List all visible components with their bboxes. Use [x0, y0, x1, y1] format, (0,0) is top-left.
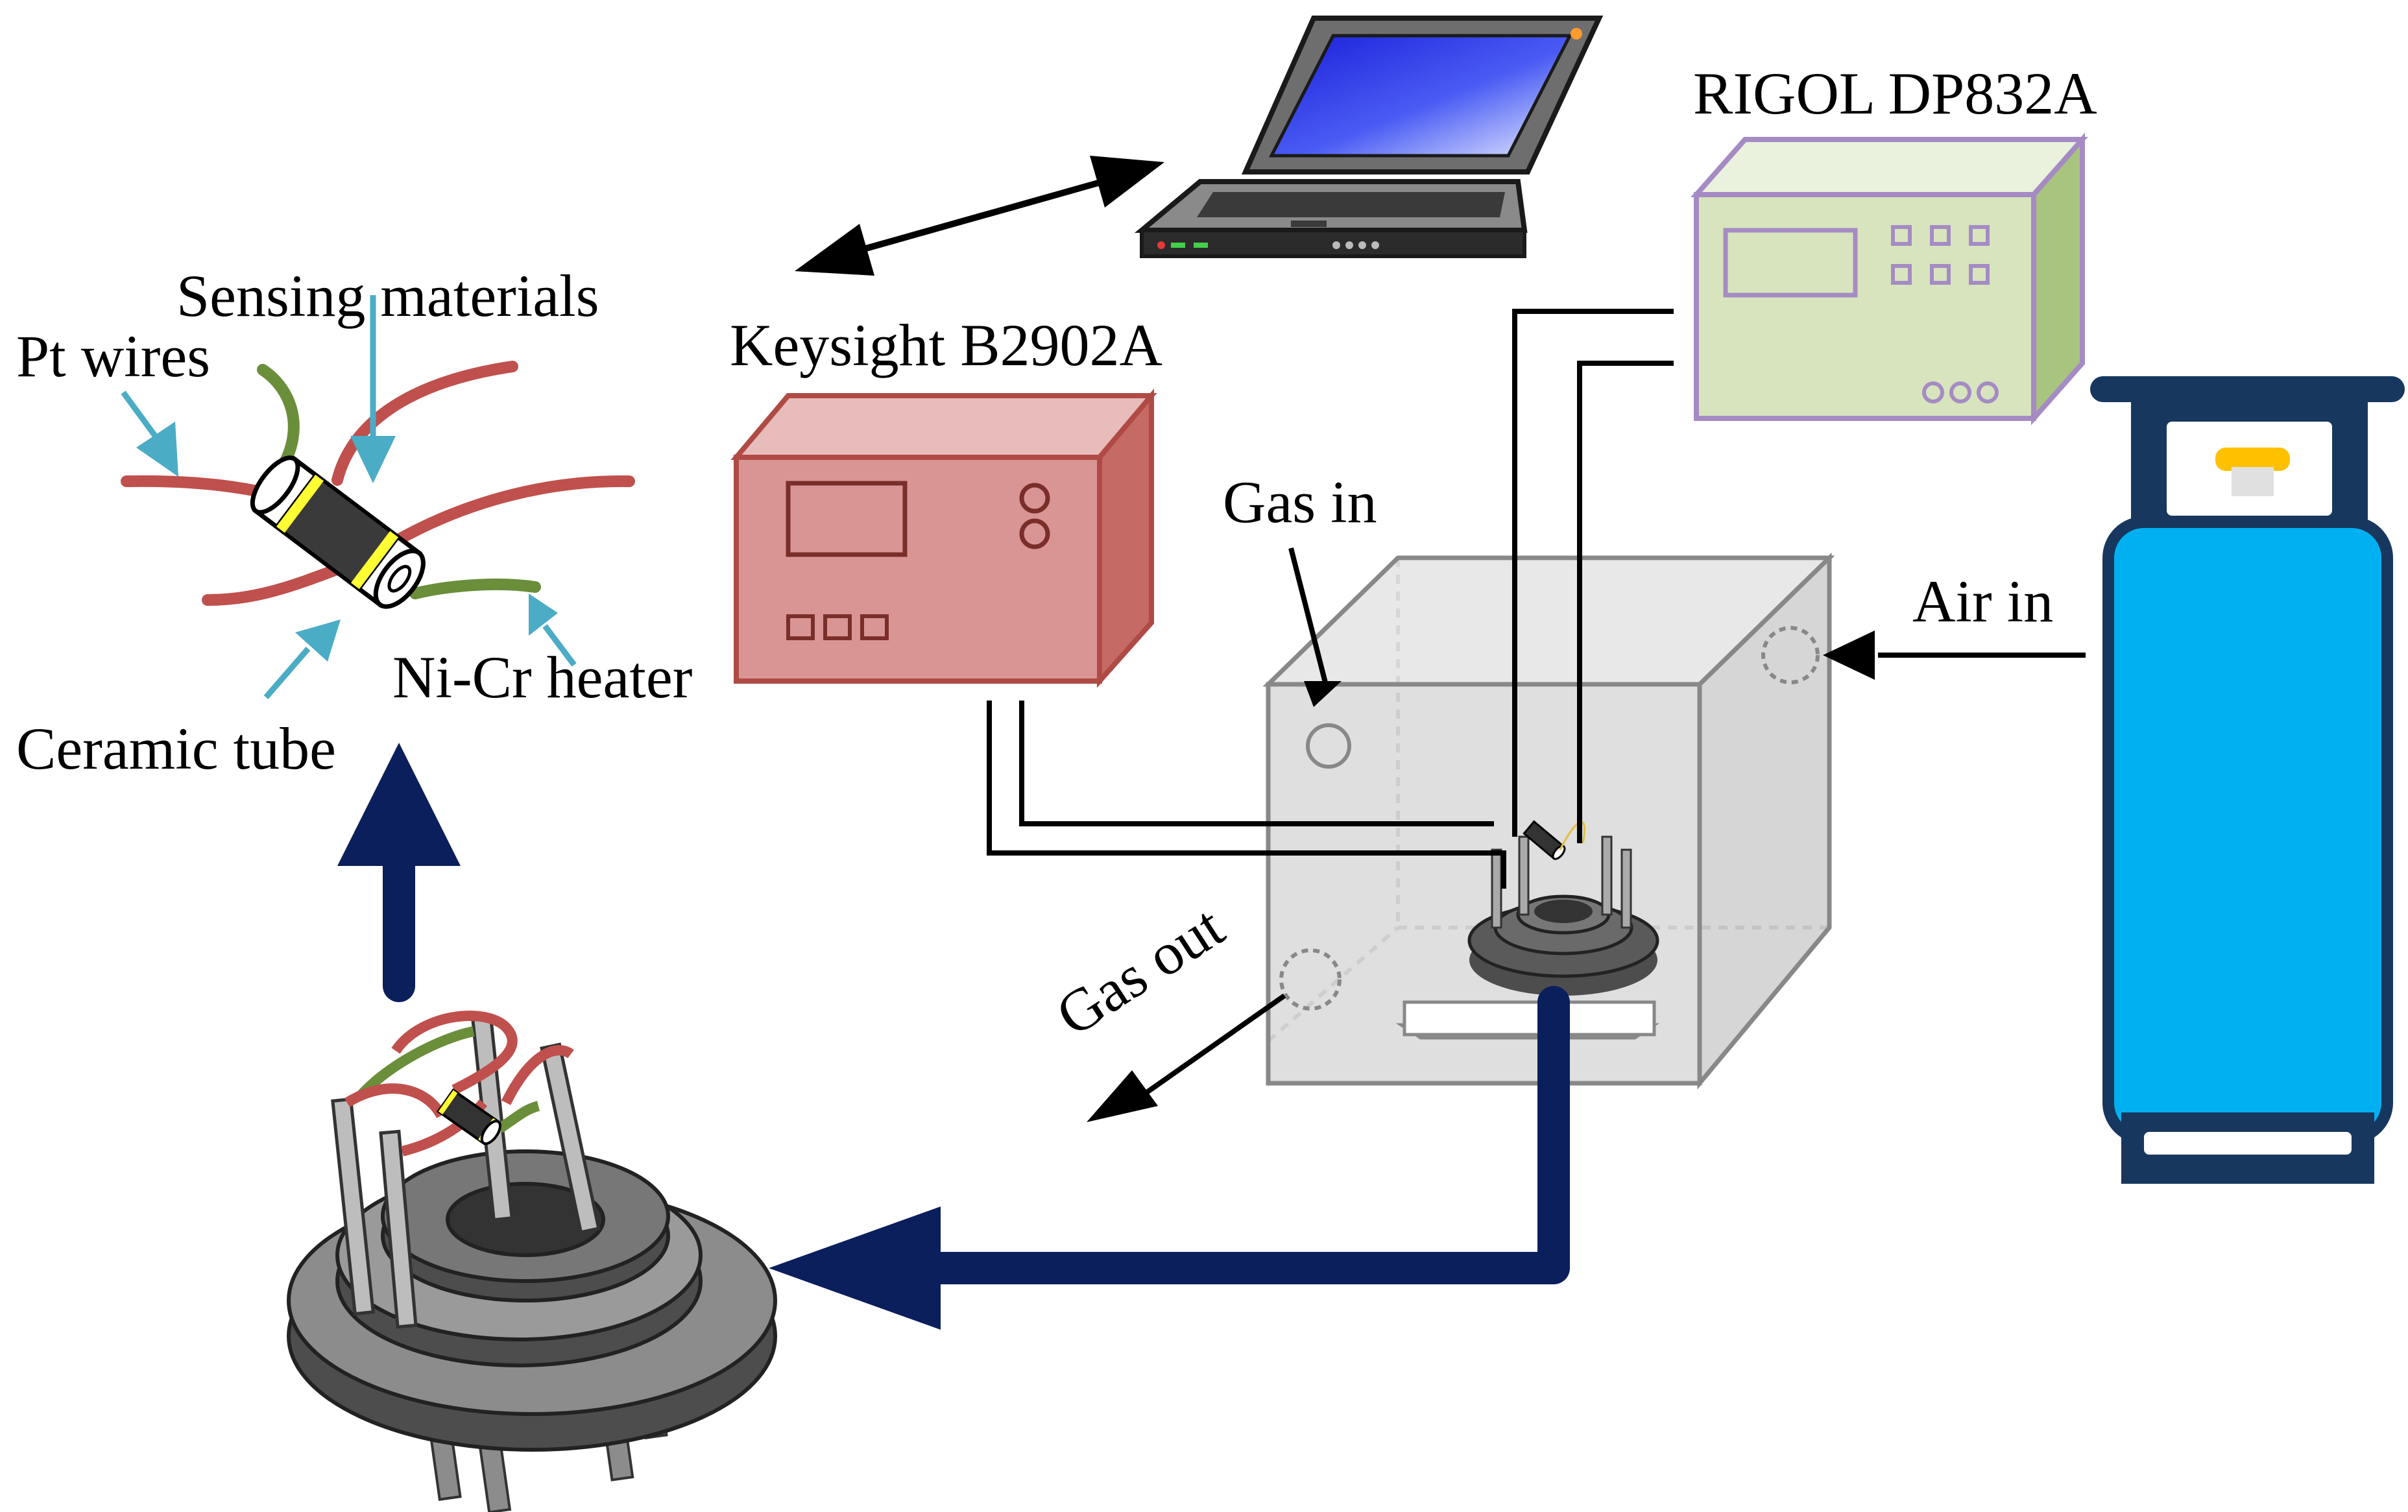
arrow-ni-cr-heater [542, 624, 577, 667]
ceramic-tube [250, 455, 426, 609]
label-sensing-materials: Sensing materials [176, 263, 599, 329]
arrow-pt-wires [121, 390, 162, 443]
arrow-ceramic-tube [263, 647, 311, 699]
rigol-display [1723, 228, 1858, 298]
heater-plate [1403, 1000, 1656, 1037]
rigol-dp832a [1691, 132, 2088, 426]
sensor-socket [287, 1011, 777, 1512]
electrode-band [351, 531, 398, 590]
laptop-icon [1134, 16, 1604, 258]
keysight-b2902a [730, 389, 1157, 688]
gas-in-port [1306, 723, 1351, 769]
keysight-display [786, 481, 908, 557]
electrode-band [276, 474, 324, 533]
heater-wire [409, 578, 541, 599]
label-arrows [121, 295, 577, 699]
label-ni-cr-heater: Ni-Cr heater [392, 644, 692, 710]
sensor-closeup: Sensing materials Pt wires Ni-Cr heater … [16, 263, 692, 782]
heater-wire [257, 364, 300, 473]
label-gas-out: Gas out [1044, 893, 1235, 1049]
flow-arrows [337, 743, 1570, 1330]
pc-link-arrow [795, 156, 1164, 276]
label-air-in: Air in [1912, 568, 2053, 634]
label-gas-in: Gas in [1223, 469, 1377, 535]
label-rigol: RIGOL DP832A [1693, 60, 2097, 126]
flow-arrow-to-socket [915, 986, 1570, 1284]
air-in-port [1761, 626, 1820, 684]
gas-cylinder-icon [2090, 376, 2405, 1184]
label-pt-wires: Pt wires [16, 323, 210, 389]
cylinder-body [2102, 516, 2393, 1144]
pt-wire [202, 558, 356, 606]
label-keysight: Keysight B2902A [730, 312, 1162, 378]
wiring [987, 309, 1674, 889]
label-ceramic-tube: Ceramic tube [16, 715, 336, 782]
pt-wire [331, 361, 518, 486]
gas-out-port [1279, 948, 1342, 1011]
laptop-screen [1268, 34, 1573, 158]
pt-wire [383, 475, 635, 551]
test-chamber [1262, 552, 1835, 1090]
